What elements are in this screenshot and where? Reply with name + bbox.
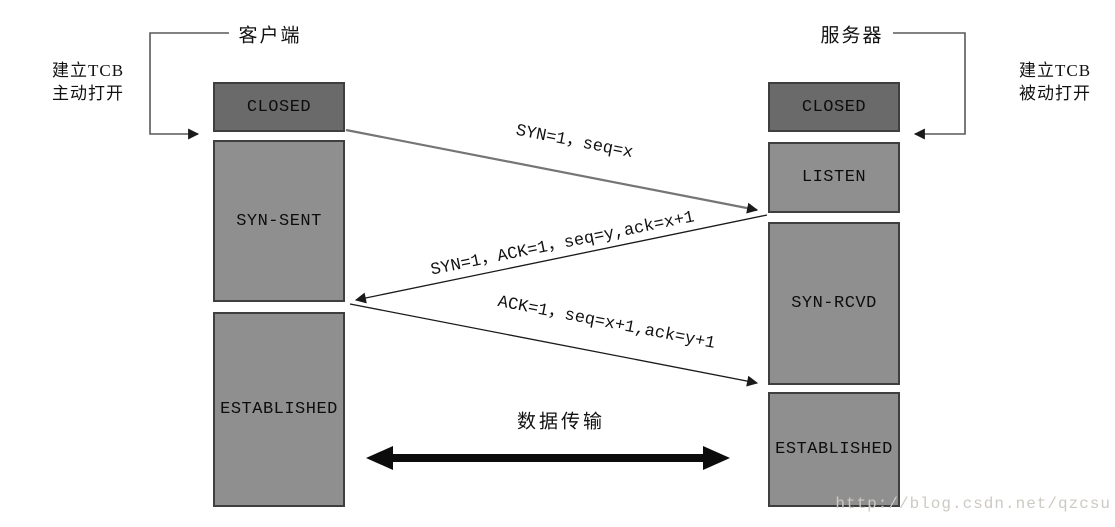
data-transfer-double-arrow (366, 446, 730, 470)
syn-ack-message-arrow (354, 214, 768, 304)
ack-message-arrow (349, 303, 759, 387)
server-tcb-note-line1: 建立TCB (1018, 61, 1092, 80)
server-state-established: ESTABLISHED (768, 392, 900, 507)
client-open-connector-arrow (149, 32, 229, 140)
syn-message-arrow (345, 128, 759, 214)
client-title: 客户端 (238, 25, 302, 47)
server-tcb-note: 建立TCB 被动打开 (1019, 59, 1091, 105)
client-state-established: ESTABLISHED (213, 312, 345, 507)
data-transfer-label: 数据传输 (516, 411, 606, 433)
client-tcb-note-line2: 主动打开 (52, 84, 124, 103)
server-title: 服务器 (820, 25, 884, 47)
client-state-closed: CLOSED (213, 82, 345, 132)
client-tcb-note-line1: 建立TCB (51, 61, 125, 80)
watermark-url: http://blog.csdn.net/qzcsu (835, 495, 1111, 513)
server-state-syn-rcvd: SYN-RCVD (768, 222, 900, 385)
server-state-listen: LISTEN (768, 142, 900, 213)
server-open-connector-arrow (893, 32, 966, 140)
server-state-closed: CLOSED (768, 82, 900, 132)
server-tcb-note-line2: 被动打开 (1019, 84, 1091, 103)
client-tcb-note: 建立TCB 主动打开 (52, 59, 124, 105)
client-state-syn-sent: SYN-SENT (213, 140, 345, 302)
